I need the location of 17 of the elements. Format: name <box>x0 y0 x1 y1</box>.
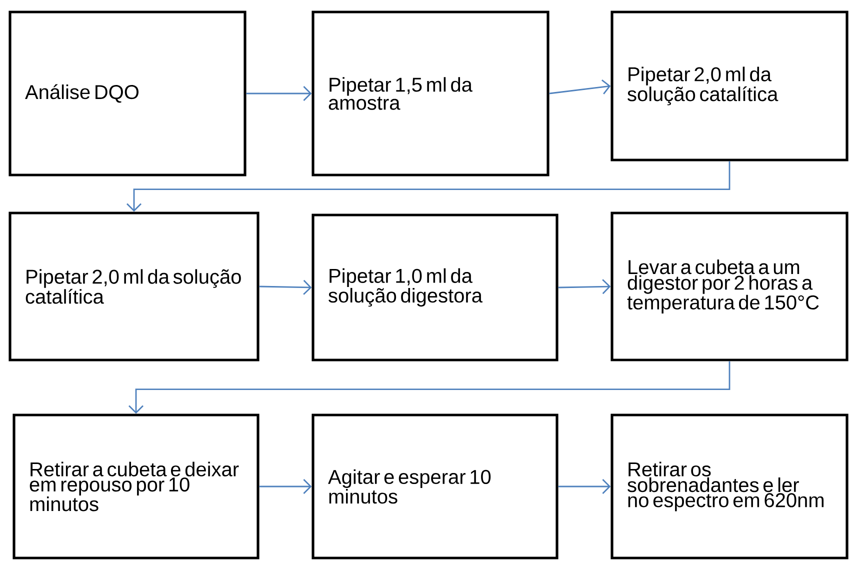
process-box: Pipetar 1,5 ml da amostra <box>312 10 550 176</box>
process-box: Análise DQO <box>8 10 246 176</box>
arrow <box>126 161 730 212</box>
arrow <box>549 79 611 94</box>
arrow <box>128 361 730 414</box>
process-box: Pipetar 1,0 ml da solução digestora <box>312 214 558 362</box>
arrow <box>558 479 611 494</box>
process-box: Pipetar 2,0 ml da solução catalítica <box>610 10 848 162</box>
process-box: Agitar e esperar 10 minutos <box>312 414 558 560</box>
arrow <box>558 279 611 294</box>
arrow <box>259 479 312 494</box>
process-box: Retirar a cubeta e deixar em repouso por 10 minutos <box>12 414 260 560</box>
process-box: Pipetar 2,0 ml da solução catalítica <box>8 212 260 362</box>
arrow <box>246 86 312 101</box>
process-box: Retirar os sobrenadantes e ler no espectro em 620nm <box>610 414 848 560</box>
arrow <box>259 280 312 295</box>
process-box: Levar a cubeta a um digestor por 2 horas a temperatura de 150°C <box>610 212 848 362</box>
